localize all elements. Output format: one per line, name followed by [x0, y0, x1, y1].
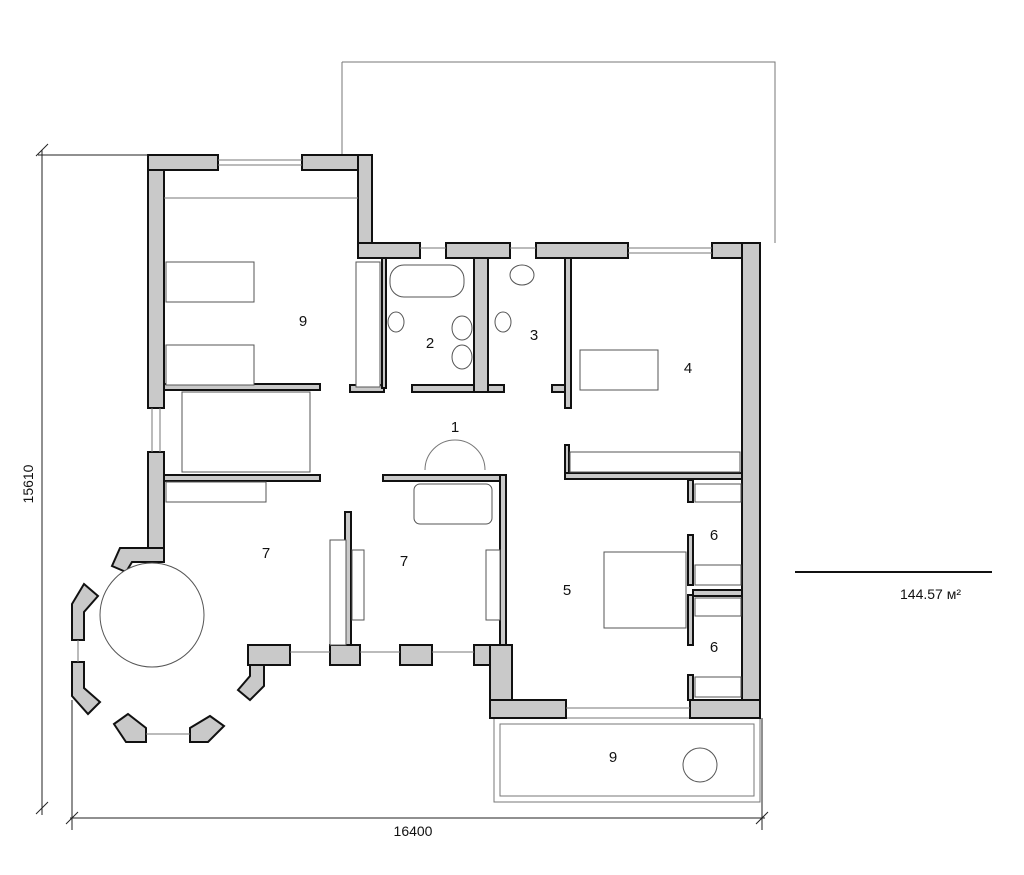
- closet-shelf: [694, 676, 742, 698]
- wardrobe: [329, 539, 347, 646]
- round-table: [682, 747, 718, 783]
- wardrobe: [485, 549, 501, 621]
- closet-shelf: [694, 564, 742, 586]
- closet-shelf: [694, 597, 742, 617]
- toilet: [387, 311, 405, 333]
- room-label: 9: [299, 313, 307, 330]
- bed: [165, 344, 255, 386]
- balcony-inner: [499, 723, 755, 797]
- room-label: 6: [710, 639, 718, 656]
- interior-walls: [163, 257, 743, 701]
- closet-shelf: [694, 483, 742, 503]
- staircase: [181, 391, 311, 473]
- sink: [509, 264, 535, 286]
- wardrobe: [355, 261, 381, 388]
- room-labels: 9 2 3 4 1 7 7 5 6 6 9: [262, 313, 718, 766]
- wardrobe: [351, 549, 365, 621]
- room-label: 3: [530, 327, 538, 344]
- windows: [77, 159, 712, 735]
- sink: [451, 344, 473, 370]
- room-label: 5: [563, 582, 571, 599]
- round-bed: [99, 562, 205, 668]
- room-label: 7: [400, 553, 408, 570]
- room-label: 6: [710, 527, 718, 544]
- height-dimension: 15610: [20, 464, 36, 503]
- room-label: 2: [426, 335, 434, 352]
- toilet: [494, 311, 512, 333]
- bed: [579, 349, 659, 391]
- sofa: [413, 483, 493, 525]
- exterior-walls: [71, 154, 761, 743]
- balcony-outline: [493, 717, 761, 803]
- bathtub: [389, 264, 465, 298]
- wardrobe: [165, 481, 267, 503]
- room-label: 4: [684, 360, 692, 377]
- total-area: 144.57 м²: [900, 586, 961, 602]
- wardrobe: [569, 451, 741, 473]
- room-label: 7: [262, 545, 270, 562]
- dimension-lines: 15610 16400: [20, 143, 992, 839]
- room-label: 9: [609, 749, 617, 766]
- room-label: 1: [451, 419, 459, 436]
- sink: [451, 315, 473, 341]
- double-bed: [603, 551, 687, 629]
- terrace-outline: [342, 61, 776, 243]
- furniture: [99, 197, 742, 783]
- bed: [165, 261, 255, 303]
- width-dimension: 16400: [394, 823, 433, 839]
